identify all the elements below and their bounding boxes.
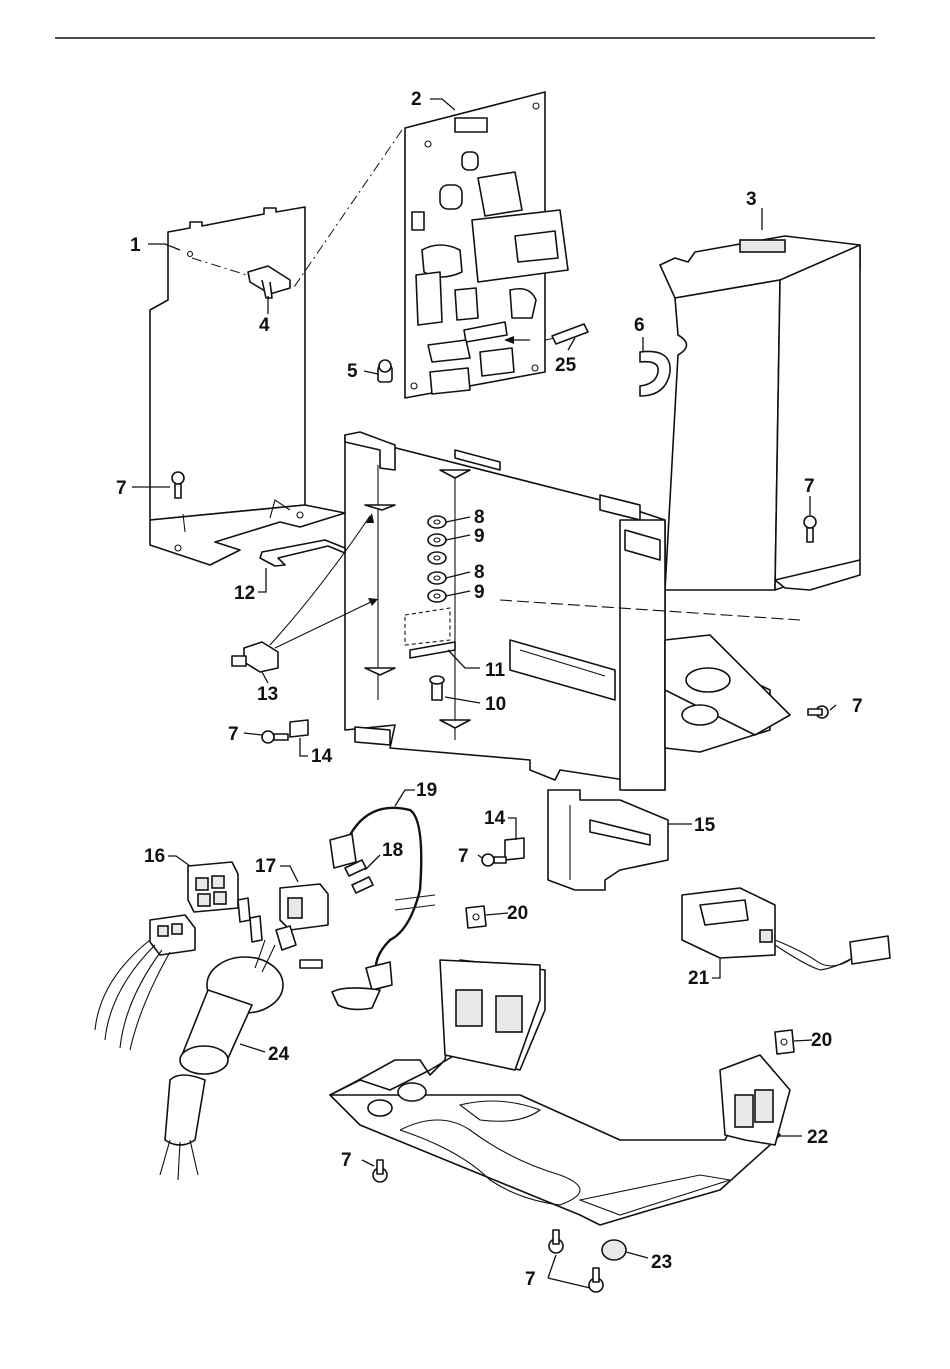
part-14-clip-left [290,720,308,737]
callout-1: 1 [130,235,141,256]
callout-25: 25 [555,355,577,376]
callout-18: 18 [382,840,403,861]
callout-4: 4 [259,315,270,336]
wire-harness-socket [95,915,195,1050]
callout-7-lower-clip: 7 [458,846,469,867]
part-3-cover [660,236,860,590]
part-15-lower-bracket [548,790,668,890]
part-16-multi-pin-plug [188,862,238,912]
callout-20-lower: 20 [811,1030,832,1051]
callout-14-left: 14 [311,746,333,767]
part-20-clip-nut-lower [775,1030,794,1054]
callout-7-base-bottom: 7 [525,1269,536,1290]
callout-3: 3 [746,189,757,210]
part-2-circuit-board [405,92,568,398]
callout-9-upper: 9 [474,526,485,547]
callout-16: 16 [144,846,165,867]
callout-5: 5 [347,361,358,382]
callout-10: 10 [485,694,506,715]
part-21-interlock-switch [682,888,890,970]
part-17-rocker-switch [238,884,328,950]
callout-9-lower: 9 [474,582,485,603]
callout-7-cover: 7 [804,476,815,497]
callout-11: 11 [485,660,506,681]
part-18-spare-fuses [345,860,373,893]
part-6-grommet [640,351,670,396]
callout-7-bracket: 7 [116,478,127,499]
callout-14-right: 14 [484,808,506,829]
callout-8-upper: 8 [474,507,485,528]
part-5-standoff [378,360,392,382]
callout-12: 12 [234,583,255,604]
part-14-clip-right [505,838,524,860]
part-10-bolt [430,676,444,700]
callout-17: 17 [255,856,276,877]
callout-6: 6 [634,315,645,336]
callout-2: 2 [411,89,422,110]
callout-7-left-clip: 7 [228,724,239,745]
callout-7-right: 7 [852,696,863,717]
part-22-base-plate [330,960,790,1225]
callout-24: 24 [268,1044,290,1065]
callout-20-upper: 20 [507,903,528,924]
callout-13: 13 [257,684,278,705]
callout-23: 23 [651,1252,672,1273]
part-24-cable-grommet [160,940,322,1180]
part-19-power-cord [330,808,435,1010]
callout-8-lower: 8 [474,562,485,583]
callout-19: 19 [416,780,437,801]
callout-7-base: 7 [341,1150,352,1171]
part-1-side-bracket [150,207,345,565]
callout-22: 22 [807,1127,828,1148]
part-20-clip-nut-upper [466,906,486,928]
part-12-retainer [260,540,345,566]
callout-21: 21 [688,968,710,989]
callout-15: 15 [694,815,716,836]
part-23-foot-cap [602,1240,626,1260]
